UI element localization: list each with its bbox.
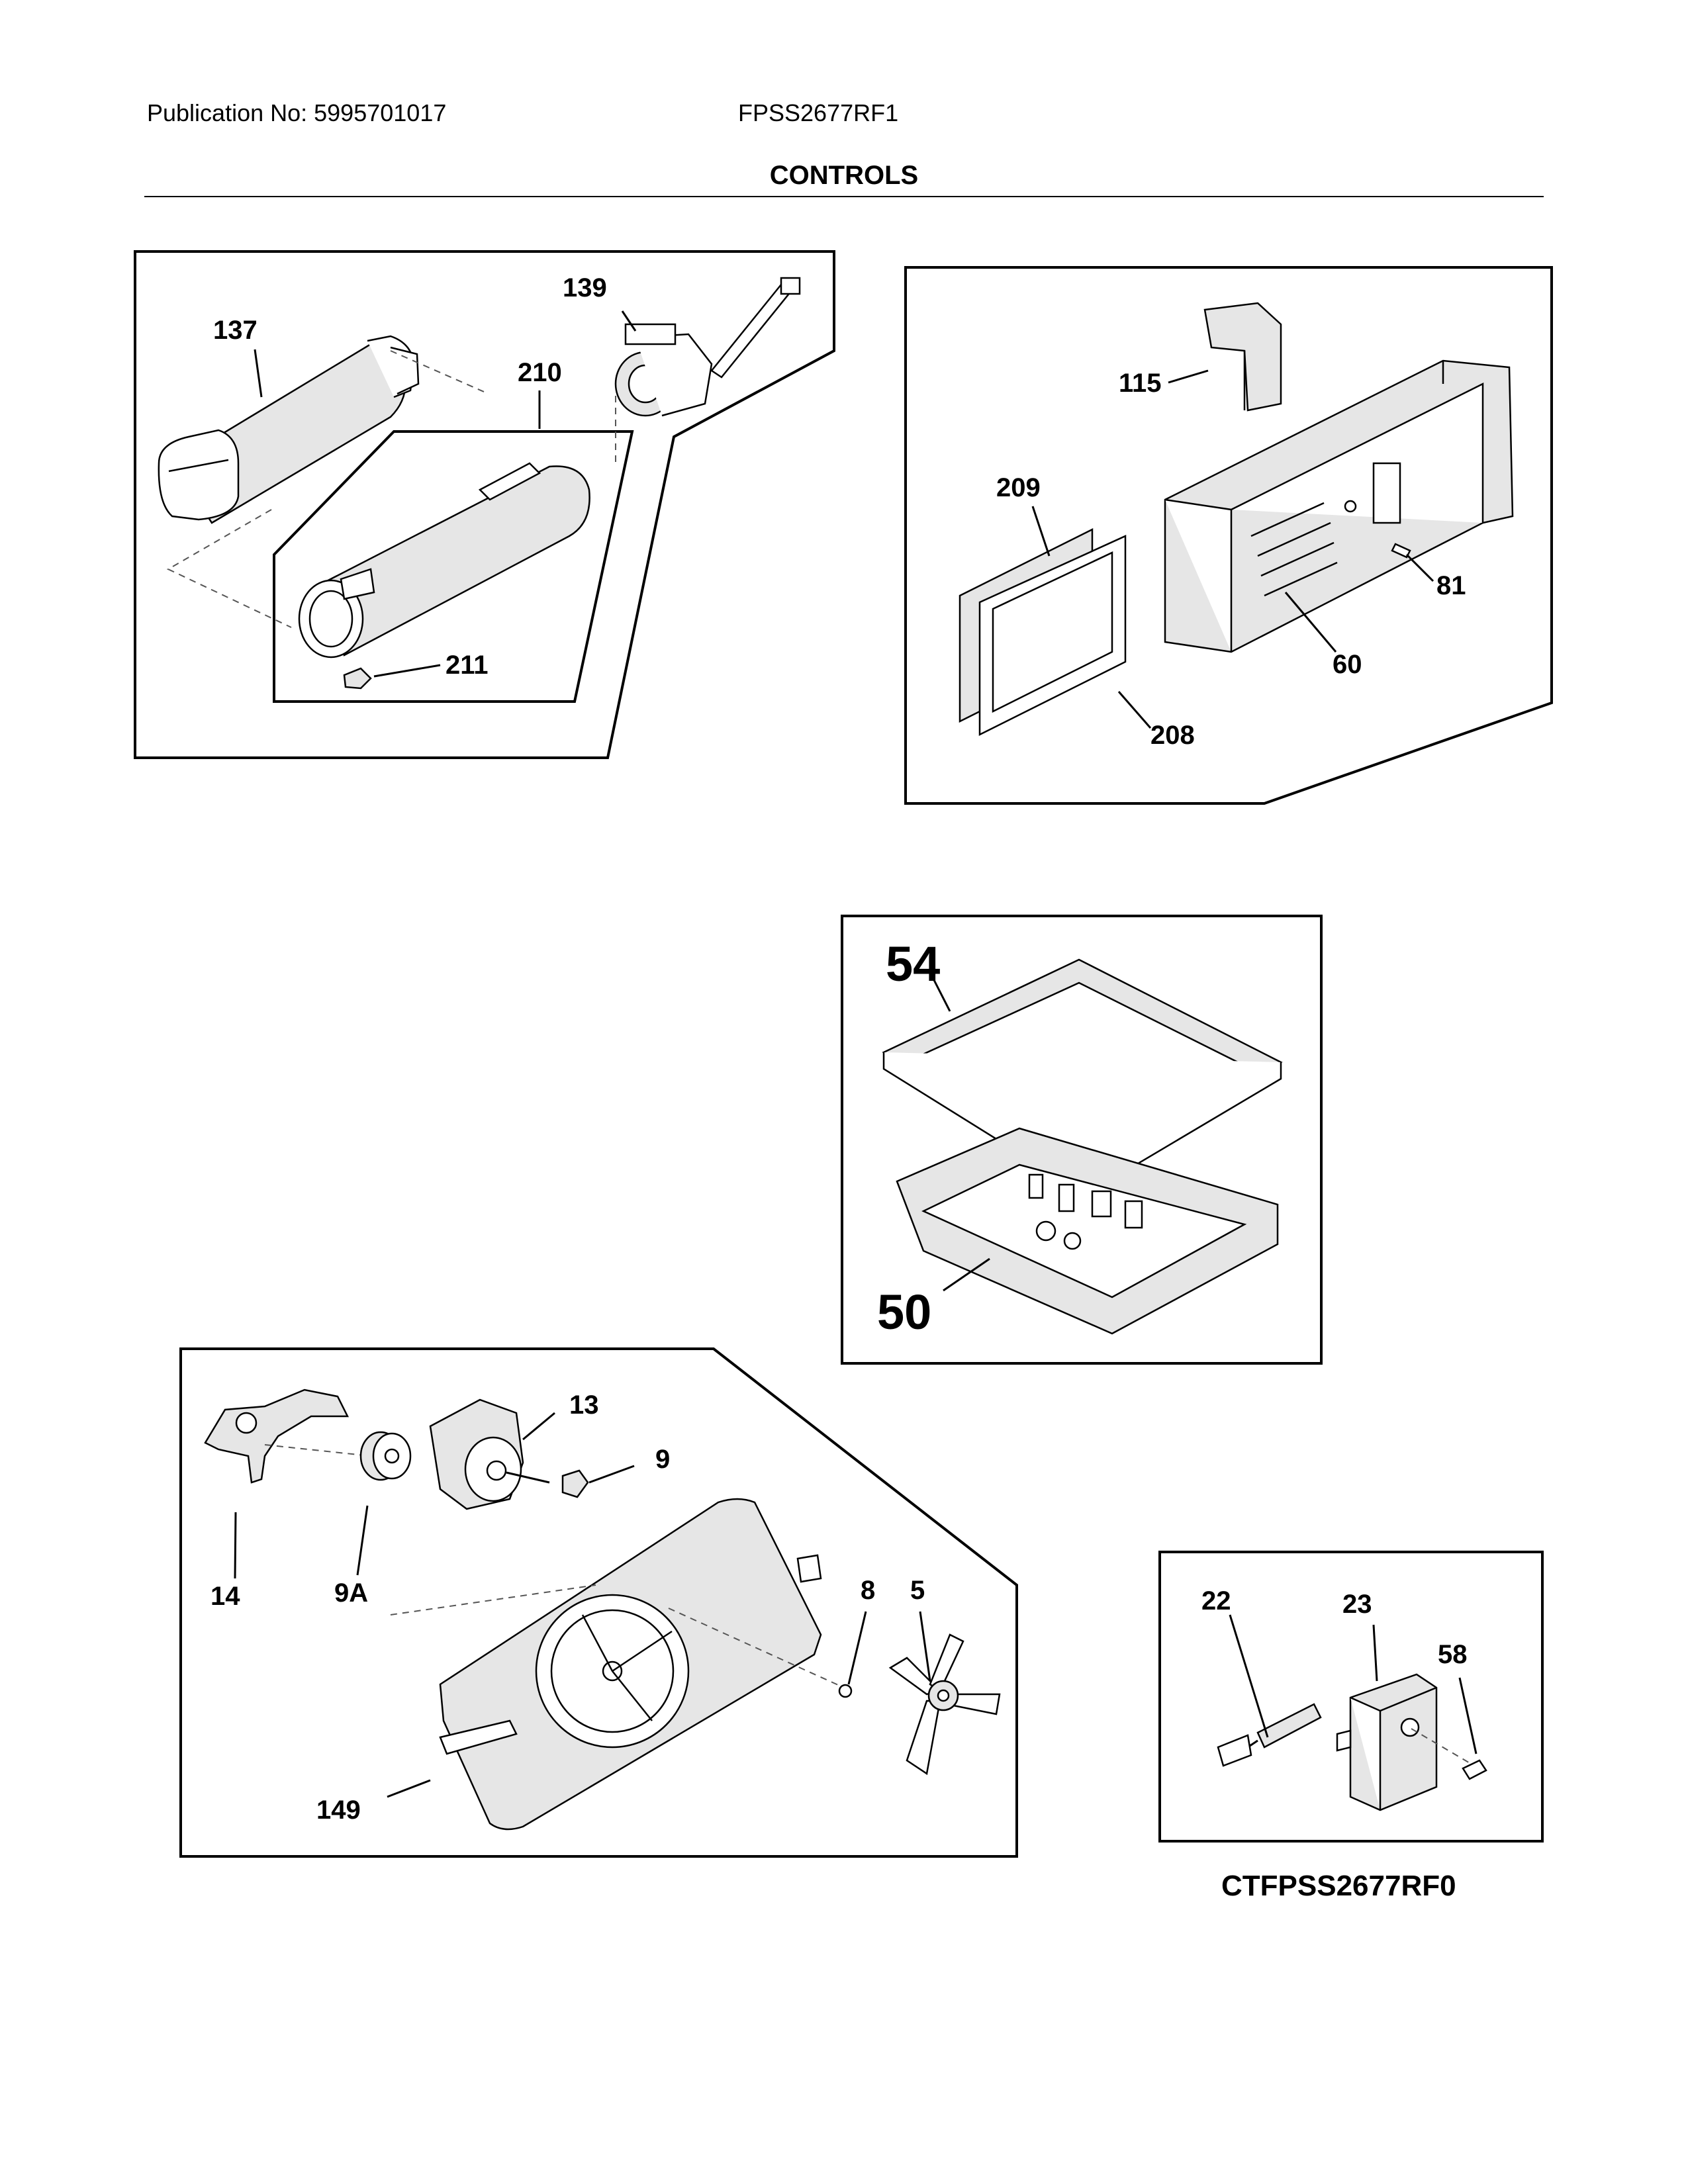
label-50: 50 [877, 1285, 931, 1340]
label-208: 208 [1150, 721, 1195, 750]
panel-fan-assembly: 13 9 14 9A 8 5 149 [179, 1347, 1018, 1858]
label-81: 81 [1436, 571, 1466, 600]
label-9a: 9A [334, 1578, 368, 1608]
panel-water-filter: 137 139 210 211 [134, 250, 835, 759]
page-title: CONTROLS [769, 161, 919, 190]
label-14: 14 [211, 1582, 240, 1611]
panel-sensor: 22 23 58 [1158, 1551, 1544, 1843]
filter-housing-210 [298, 462, 590, 659]
cover-frame-54 [882, 958, 1283, 1196]
label-58: 58 [1438, 1640, 1468, 1669]
label-137: 137 [213, 316, 258, 345]
label-139: 139 [563, 273, 607, 302]
nut-9 [561, 1469, 589, 1498]
frame-208 [978, 535, 1127, 737]
header-rule [144, 196, 1544, 197]
filter-cartridge-137 [158, 335, 420, 524]
housing-60 [1164, 359, 1514, 653]
label-54: 54 [886, 936, 940, 991]
label-5: 5 [910, 1576, 925, 1605]
screw-81 [1391, 543, 1411, 559]
fan-blade-5 [888, 1633, 1001, 1776]
washer-8 [838, 1684, 853, 1698]
label-149: 149 [316, 1796, 361, 1825]
bracket-14 [204, 1388, 350, 1484]
label-23: 23 [1342, 1590, 1372, 1619]
model-number: FPSS2677RF1 [738, 99, 899, 126]
diagram-code: CTFPSS2677RF0 [1221, 1870, 1456, 1902]
clip-211 [343, 667, 372, 690]
label-210: 210 [518, 358, 562, 387]
label-13: 13 [569, 1390, 599, 1420]
label-9: 9 [655, 1445, 670, 1474]
panel-control-board: 54 50 [841, 915, 1323, 1365]
label-22: 22 [1201, 1586, 1231, 1615]
publication-number: Publication No: 5995701017 [147, 99, 447, 126]
sensor-wire-22 [1217, 1703, 1322, 1767]
label-60: 60 [1333, 650, 1362, 679]
sensor-cover-23 [1336, 1673, 1438, 1811]
label-211: 211 [445, 651, 489, 680]
screw-58 [1462, 1759, 1487, 1780]
panel-dispenser-housing: 115 209 81 60 208 [904, 266, 1553, 805]
label-115: 115 [1119, 369, 1162, 398]
label-209: 209 [996, 473, 1041, 502]
board-housing-50 [896, 1127, 1279, 1335]
fan-hub-9A [359, 1431, 412, 1481]
fan-shroud-149 [439, 1498, 822, 1831]
fitting-139 [614, 277, 801, 417]
label-8: 8 [861, 1576, 875, 1605]
bracket-115 [1203, 302, 1282, 412]
fan-motor-13 [429, 1398, 524, 1510]
